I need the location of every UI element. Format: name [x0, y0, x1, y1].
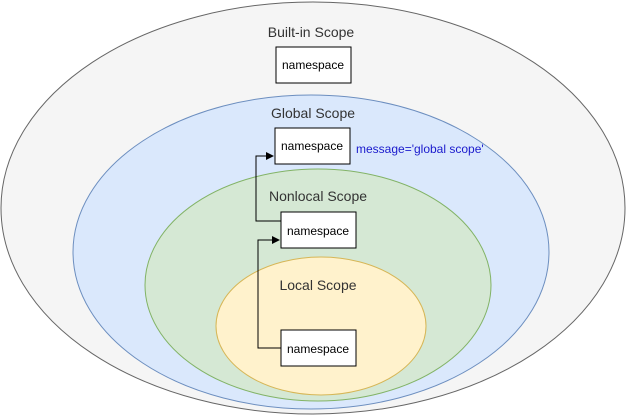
- builtin-namespace-label: namespace: [282, 58, 344, 72]
- global-namespace-box: [274, 127, 351, 165]
- global-namespace-label: namespace: [281, 139, 343, 153]
- local-scope-title: Local Scope: [279, 277, 356, 293]
- nonlocal-namespace-box: [280, 211, 357, 249]
- nonlocal-to-global-arrow: [255, 152, 281, 222]
- nonlocal-namespace-label: namespace: [287, 224, 349, 238]
- global-scope-title: Global Scope: [271, 105, 355, 121]
- local-to-nonlocal-arrow: [257, 236, 281, 349]
- local-scope-ellipse: [215, 256, 427, 396]
- local-namespace-label: namespace: [287, 342, 349, 356]
- builtin-scope-title: Built-in Scope: [268, 24, 355, 40]
- local-namespace-box: [280, 329, 357, 367]
- global-variable-annotation: message='global scope': [356, 142, 484, 156]
- builtin-namespace-box: [275, 46, 352, 84]
- nonlocal-scope-title: Nonlocal Scope: [269, 188, 367, 204]
